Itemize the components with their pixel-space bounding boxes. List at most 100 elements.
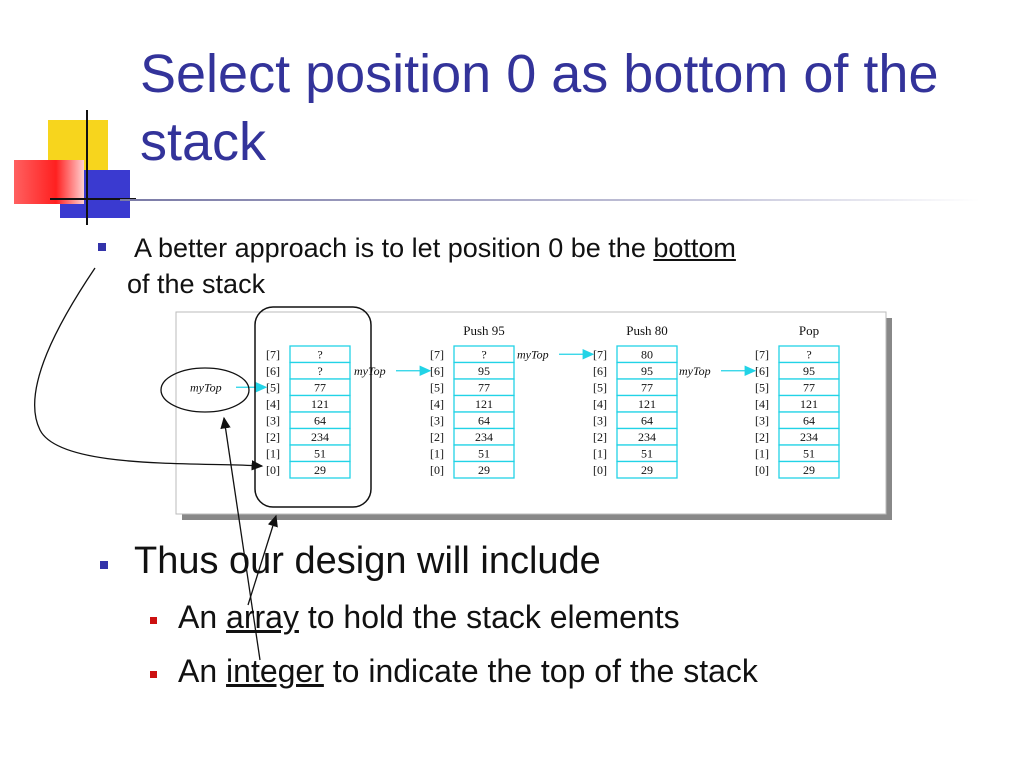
stack-value: 234 (475, 430, 493, 444)
mytop-label: myTop (679, 364, 711, 378)
stack-index: [5] (593, 381, 607, 395)
integer-emphasis: integer (226, 653, 324, 689)
stack-value: 29 (314, 463, 326, 477)
stack-value: 121 (800, 397, 818, 411)
stack-index: [0] (755, 463, 769, 477)
bullet-square (98, 243, 106, 251)
stack-value: 29 (478, 463, 490, 477)
stack-index: [7] (266, 348, 280, 362)
stack-index: [7] (755, 348, 769, 362)
stack-index: [4] (430, 397, 444, 411)
stack-index: [1] (755, 447, 769, 461)
stack-index: [1] (430, 447, 444, 461)
stack-value: ? (806, 348, 811, 362)
stack-index: [3] (755, 414, 769, 428)
stack-value: 64 (803, 414, 815, 428)
stack-value: ? (317, 348, 322, 362)
stack-index: [3] (430, 414, 444, 428)
stack-caption: Push 80 (626, 323, 668, 338)
title-divider (120, 199, 980, 201)
stack-index: [1] (266, 447, 280, 461)
stack-value: 121 (311, 397, 329, 411)
stack-value: 64 (478, 414, 490, 428)
annotation-line (247, 514, 278, 606)
sub-bullet-part: An (178, 599, 227, 635)
stack-index: [7] (593, 348, 607, 362)
stack-value: 64 (641, 414, 653, 428)
bullet-text-part: of the stack (127, 269, 266, 299)
stack-index: [2] (430, 430, 444, 444)
stack-value: 77 (803, 381, 815, 395)
stack-index: [4] (266, 397, 280, 411)
stack-value: 29 (803, 463, 815, 477)
stack-index: [2] (266, 430, 280, 444)
sub-bullet-square (150, 617, 157, 624)
stack-index: [6] (266, 364, 280, 378)
highlight-box (254, 306, 372, 508)
stack-index: [6] (593, 364, 607, 378)
stack-value: 121 (638, 397, 656, 411)
stack-value: 77 (478, 381, 490, 395)
stack-index: [2] (755, 430, 769, 444)
array-emphasis: array (226, 599, 299, 635)
stack-value: 51 (641, 447, 653, 461)
sub-bullet-part: to indicate the top of the stack (323, 653, 758, 689)
stack-cell (616, 460, 678, 479)
stack-value: 234 (800, 430, 818, 444)
bullet-text: Thus our design will include (134, 540, 601, 582)
bullet-text-part: A better approach is to let position 0 b… (134, 233, 654, 263)
mytop-ellipse (160, 367, 250, 413)
stack-index: [5] (755, 381, 769, 395)
stack-cell (289, 460, 351, 479)
stack-value: ? (481, 348, 486, 362)
bottom-emphasis: bottom (653, 233, 736, 263)
stack-value: ? (317, 364, 322, 378)
mytop-label: myTop (517, 347, 549, 361)
stack-caption: Push 95 (463, 323, 505, 338)
stack-value: 234 (311, 430, 329, 444)
stack-cell (453, 460, 515, 479)
sub-bullet-text: An integer to indicate the top of the st… (178, 651, 758, 691)
stack-value: 95 (478, 364, 490, 378)
stack-index: [3] (593, 414, 607, 428)
stack-value: 29 (641, 463, 653, 477)
stack-value: 234 (638, 430, 656, 444)
stack-value: 95 (803, 364, 815, 378)
annotation-curve (34, 267, 264, 471)
stack-index: [0] (593, 463, 607, 477)
mytop-label: myTop (190, 380, 222, 394)
stack-index: [6] (430, 364, 444, 378)
stack-value: 64 (314, 414, 326, 428)
stack-index: [2] (593, 430, 607, 444)
stack-value: 51 (803, 447, 815, 461)
sub-bullet-square (150, 671, 157, 678)
stack-value: 95 (641, 364, 653, 378)
stack-index: [6] (755, 364, 769, 378)
stack-index: [5] (430, 381, 444, 395)
stack-caption: Pop (799, 323, 819, 338)
stack-index: [4] (593, 397, 607, 411)
stack-index: [7] (430, 348, 444, 362)
bullet-text: A better approach is to let position 0 b… (127, 230, 934, 302)
sub-bullet-part: An (178, 653, 227, 689)
stack-index: [1] (593, 447, 607, 461)
stack-index: [4] (755, 397, 769, 411)
slide-title: Select position 0 as bottom of the stack (140, 44, 939, 172)
stacks-layer: [7]? [6]? [5] 77 [4] 121 [3] 64 [2] 234 [1] 51 [0] 29… (190, 323, 840, 479)
stack-index: [0] (430, 463, 444, 477)
stack-value: 51 (314, 447, 326, 461)
sub-bullet-text: An array to hold the stack elements (178, 597, 680, 637)
stack-index: [5] (266, 381, 280, 395)
annotation-line (220, 416, 261, 661)
mytop-label: myTop (354, 364, 386, 378)
stack-value: 80 (641, 348, 653, 362)
stack-index: [3] (266, 414, 280, 428)
stack-value: 121 (475, 397, 493, 411)
stack-index: [0] (266, 463, 280, 477)
stack-value: 77 (314, 381, 326, 395)
stack-value: 51 (478, 447, 490, 461)
bullet-square (100, 561, 108, 569)
sub-bullet-part: to hold the stack elements (298, 599, 680, 635)
stack-cell (778, 460, 840, 479)
